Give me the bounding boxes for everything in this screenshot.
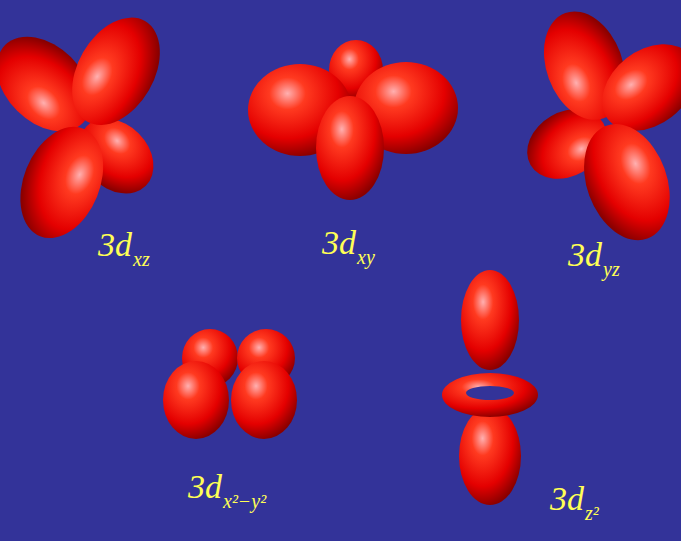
orbital-label: 3dx²−y² bbox=[188, 470, 266, 504]
orbital-label: 3dz² bbox=[550, 482, 599, 516]
orbital-subscript: xy bbox=[357, 246, 375, 268]
orbital-subscript: yz bbox=[603, 258, 620, 280]
orbital-shell: 3d bbox=[550, 480, 584, 517]
orbital-shell: 3d bbox=[322, 224, 356, 261]
dx2y2-orbital bbox=[163, 329, 297, 439]
orbital-label: 3dxy bbox=[322, 226, 375, 260]
orbital-shell: 3d bbox=[188, 468, 222, 505]
dxy-orbital bbox=[248, 40, 458, 200]
orbital-subscript: x²−y² bbox=[223, 490, 266, 512]
orbital-subscript: xz bbox=[133, 248, 150, 270]
orbital-label: 3dxz bbox=[98, 228, 150, 262]
dxz-orbital bbox=[0, 2, 178, 250]
dyz-orbital bbox=[515, 0, 681, 252]
orbital-shell: 3d bbox=[98, 226, 132, 263]
orbital-subscript: z² bbox=[585, 502, 599, 524]
orbital-shell: 3d bbox=[568, 236, 602, 273]
dz2-orbital bbox=[442, 270, 538, 505]
orbital-label: 3dyz bbox=[568, 238, 620, 272]
